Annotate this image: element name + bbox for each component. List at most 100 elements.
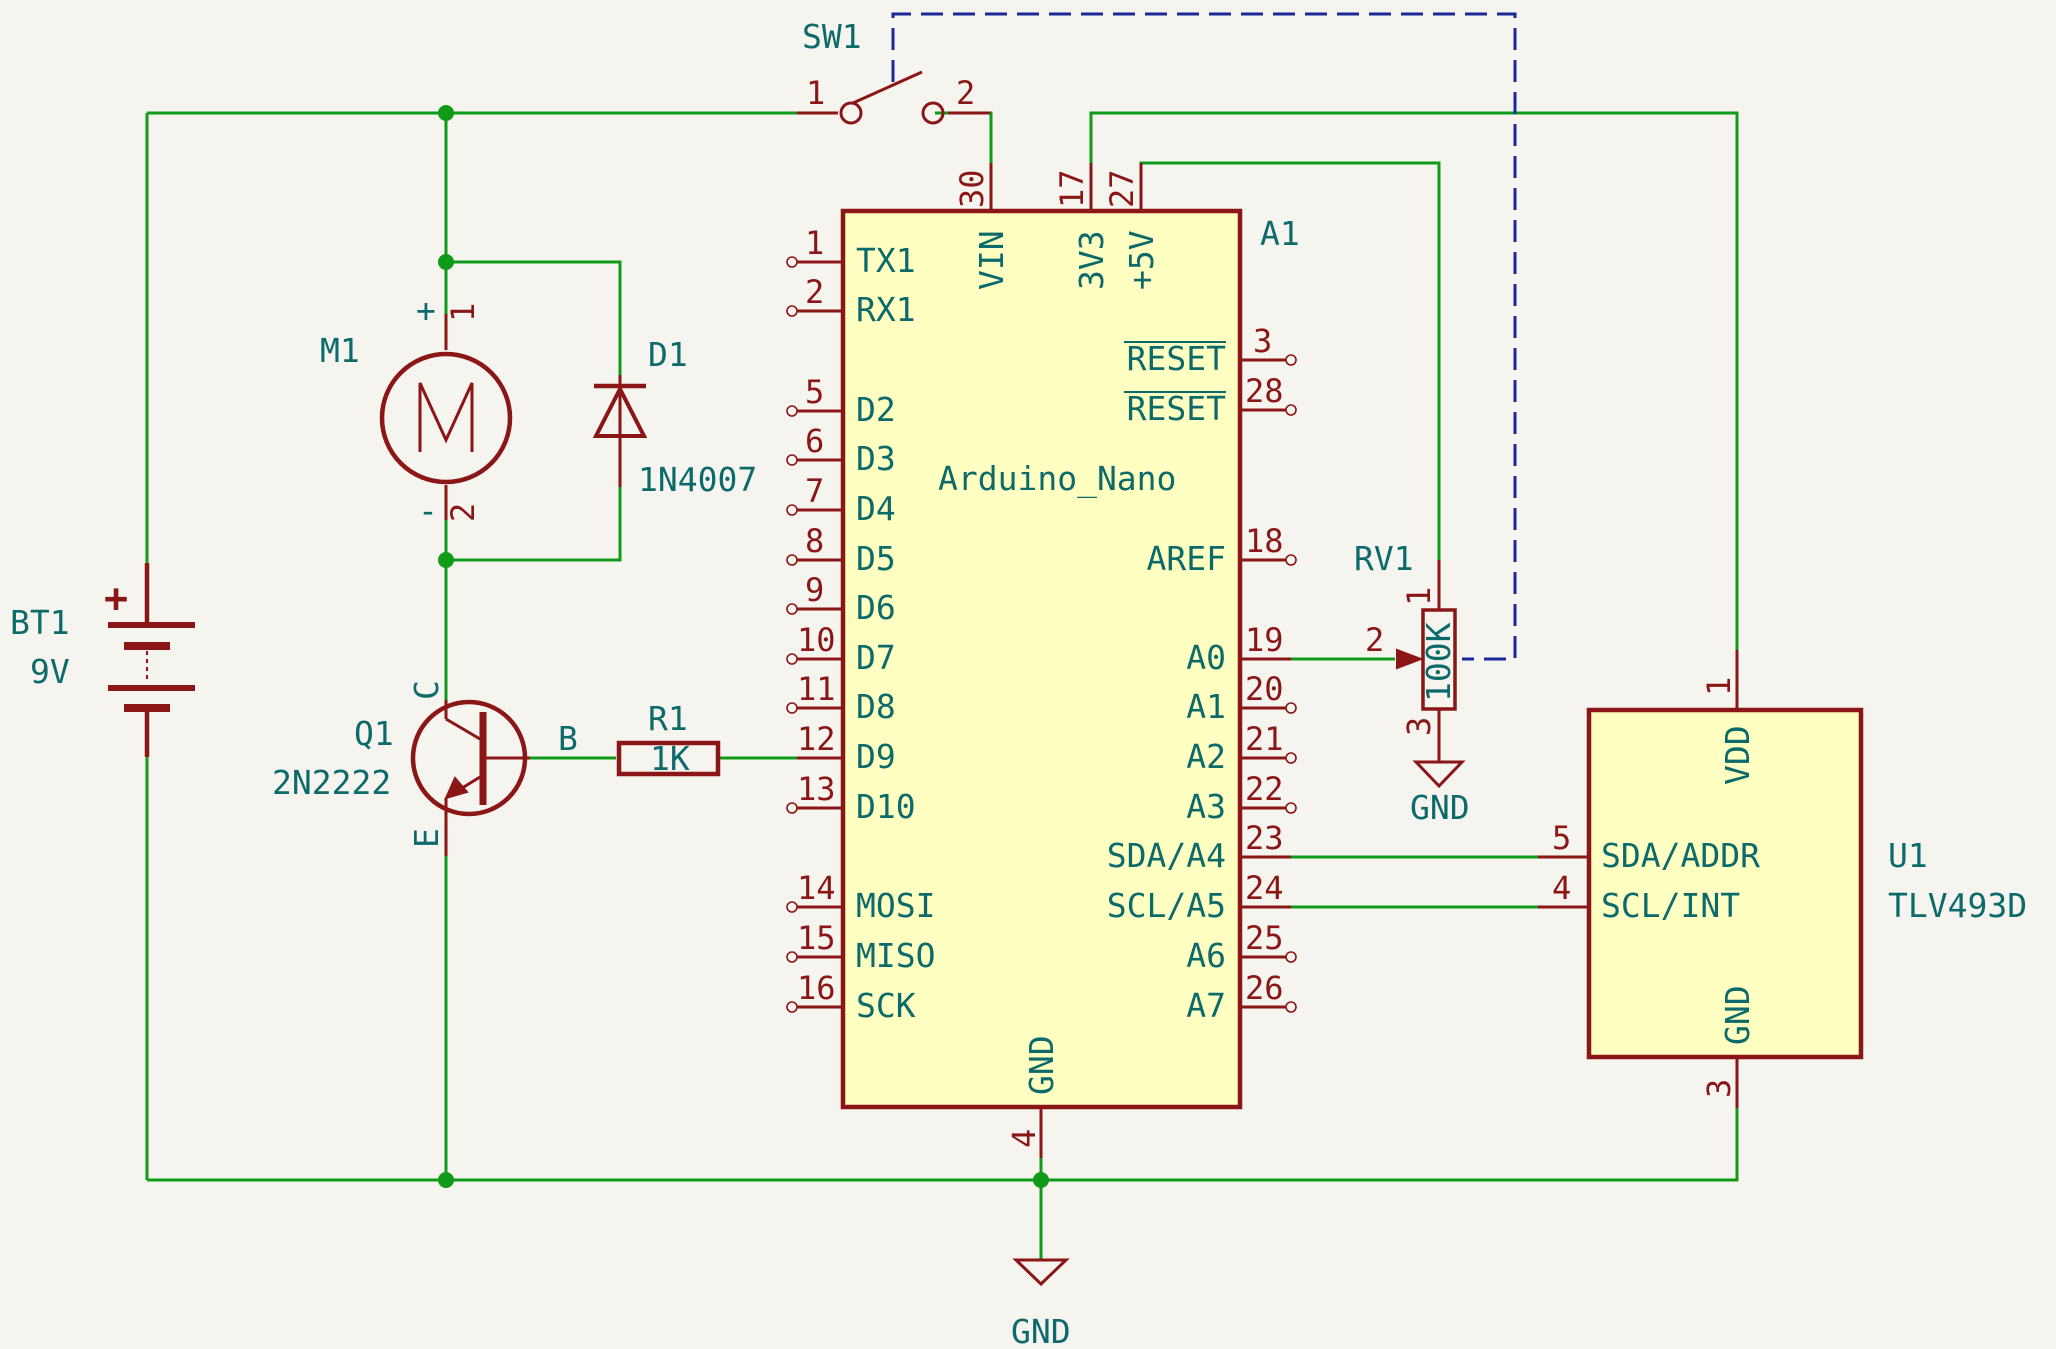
a1-left_pins-7-name-label: D7 xyxy=(856,638,896,677)
a1-right_pins-1-num-label: 28 xyxy=(1245,372,1284,410)
symbol-stroke xyxy=(1285,951,1297,963)
u1-pin-scl[interactable]: 4 SCL/INT xyxy=(1538,869,1740,925)
u1-gnd-num-label: 3 xyxy=(1700,1079,1738,1098)
symbol-stroke xyxy=(786,1001,798,1013)
m1-plus: + xyxy=(416,291,436,330)
u1-pin-gnd[interactable]: 3 GND xyxy=(1700,985,1757,1108)
symbol-stroke xyxy=(445,717,481,741)
transistor-q1[interactable]: Q1 2N2222 C B E xyxy=(272,680,578,856)
symbol-stroke xyxy=(1285,752,1297,764)
diode-d1[interactable]: D1 1N4007 xyxy=(592,335,757,499)
junction-dot xyxy=(438,254,454,270)
a1-left_pins-11-num-label: 14 xyxy=(797,869,836,907)
a1-right_pins-7-name-label: SDA/A4 xyxy=(1107,836,1226,875)
symbol-stroke xyxy=(852,70,923,105)
u1-pin-vdd[interactable]: 1 VDD xyxy=(1700,650,1757,785)
a1-top_pins-0-name-label: VIN xyxy=(972,230,1011,290)
a1-left_pins-4-num-label: 7 xyxy=(805,472,824,510)
motor-m1[interactable]: M1 + - 1 2 xyxy=(320,291,513,530)
u1-pin-sda[interactable]: 5 SDA/ADDR xyxy=(1538,819,1760,875)
a1-pin-mosi[interactable]: 14 MOSI xyxy=(786,869,935,925)
potentiometer-rv1[interactable]: RV1 100K 1 2 3 xyxy=(1354,539,1458,760)
a1-right_pins-10-num-label: 26 xyxy=(1245,969,1284,1007)
a1-left_pins-5-name-label: D5 xyxy=(856,539,896,578)
a1-right_pins-9-num-label: 25 xyxy=(1245,919,1284,957)
symbol-stroke xyxy=(1285,702,1297,714)
resistor-r1[interactable]: R1 1K xyxy=(616,699,721,778)
rv1-pin1: 1 xyxy=(1400,587,1438,606)
symbol-stroke xyxy=(786,504,798,516)
symbol-stroke xyxy=(786,405,798,417)
a1-left_pins-8-num-label: 11 xyxy=(797,670,836,708)
a1-right_pins-5-num-label: 21 xyxy=(1245,720,1284,758)
a1-right_pins-3-name-label: A0 xyxy=(1186,638,1226,677)
a1-left_pins-11-name-label: MOSI xyxy=(856,886,935,925)
u1-scl-name-label: SCL/INT xyxy=(1601,886,1740,925)
a1-pin-reset-28[interactable]: 28 RESET xyxy=(1124,372,1297,428)
a1-left_pins-2-name-label: D2 xyxy=(856,390,896,429)
a1-pin-5v[interactable]: 27+5V xyxy=(1103,163,1161,290)
a1-pin-a7[interactable]: 26 A7 xyxy=(1186,969,1297,1025)
a1-right_pins-2-num-label: 18 xyxy=(1245,522,1284,560)
symbol-stroke xyxy=(1285,802,1297,814)
battery-bt1[interactable]: + BT1 9V xyxy=(10,563,195,757)
a1-left_pins-6-num-label: 9 xyxy=(805,571,824,609)
sw1-pin1: 1 xyxy=(806,74,825,112)
sensor-u1[interactable]: U1 TLV493D 1 VDD 5 SDA/ADDR 4 SCL/INT 3 … xyxy=(1538,650,2027,1108)
a1-left_pins-1-name-label: RX1 xyxy=(856,290,916,329)
symbol-stroke xyxy=(1396,648,1424,670)
a1-top_pins-2-name-label: +5V xyxy=(1122,230,1161,290)
wire-sw-to-vin xyxy=(935,111,993,163)
rv1-value: 100K xyxy=(1419,622,1458,702)
d1-value: 1N4007 xyxy=(638,460,757,499)
a1-left_pins-13-num-label: 16 xyxy=(797,969,836,1007)
symbol-stroke xyxy=(418,382,474,452)
a1-right_pins-9-name-label: A6 xyxy=(1186,936,1226,975)
switch-sw1[interactable]: SW1 1 2 xyxy=(797,17,990,125)
junctions xyxy=(438,105,1049,1188)
symbol-stroke xyxy=(786,454,798,466)
a1-right_pins-10-name-label: A7 xyxy=(1186,986,1226,1025)
d1-ref: D1 xyxy=(648,335,688,374)
a1-right_pins-4-num-label: 20 xyxy=(1245,670,1284,708)
symbol-stroke xyxy=(592,384,648,438)
a1-top_pins-0-num-label: 30 xyxy=(953,169,991,208)
a1-top_pins-1-name-label: 3V3 xyxy=(1072,230,1111,290)
a1-pin-a6[interactable]: 25 A6 xyxy=(1186,919,1297,975)
symbol-stroke xyxy=(1012,1258,1070,1287)
a1-pin-gnd[interactable]: 4 GND xyxy=(1005,1035,1061,1158)
symbol-stroke xyxy=(616,740,721,777)
wire-diode-bottom xyxy=(446,487,622,562)
switch-mechanical-link xyxy=(891,12,1517,661)
gnd-label-rv1: GND xyxy=(1410,788,1470,827)
a1-right_pins-1-name-label: RESET xyxy=(1127,389,1226,428)
a1-left_pins-9-name-label: D9 xyxy=(856,737,896,776)
wire-bottom-rail xyxy=(147,1108,1739,1182)
